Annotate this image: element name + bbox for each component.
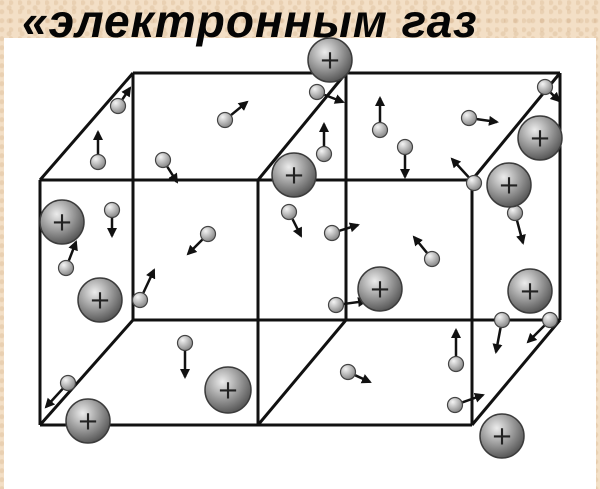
- ion: +: [518, 116, 562, 160]
- ion-charge-label: +: [51, 208, 73, 238]
- ion: +: [508, 269, 552, 313]
- ion: +: [358, 267, 402, 311]
- electron: [111, 88, 131, 114]
- electron: [282, 205, 302, 237]
- ion: +: [487, 163, 531, 207]
- ion-charge-label: +: [369, 275, 391, 305]
- ion-charge-label: +: [498, 171, 520, 201]
- ion-charge-label: +: [89, 286, 111, 316]
- electron: [462, 111, 498, 126]
- electron: [449, 330, 464, 372]
- electron: [341, 365, 371, 383]
- ion: +: [205, 367, 251, 413]
- ion-charge-label: +: [77, 407, 99, 437]
- lattice-edges: [40, 73, 560, 425]
- ion-charge-label: +: [519, 277, 541, 307]
- ion: +: [78, 278, 122, 322]
- electron: [59, 242, 77, 276]
- ion: +: [66, 399, 110, 443]
- electron: [105, 203, 120, 237]
- electron: [448, 395, 484, 413]
- ion: +: [40, 200, 84, 244]
- ion-charge-label: +: [491, 422, 513, 452]
- free-electrons: [46, 80, 559, 413]
- ion-charge-label: +: [283, 161, 305, 191]
- lattice-edge: [40, 73, 133, 180]
- lattice-edge: [472, 320, 560, 425]
- lattice-edge: [258, 320, 346, 425]
- ion: +: [308, 38, 352, 82]
- electron: [218, 102, 248, 128]
- electron: [495, 313, 510, 353]
- electron: [414, 237, 440, 267]
- electron: [398, 140, 413, 178]
- ion: +: [272, 153, 316, 197]
- electron: [188, 227, 216, 255]
- electron: [156, 153, 178, 183]
- ion-charge-label: +: [529, 124, 551, 154]
- ion-charge-label: +: [217, 376, 239, 406]
- electron: [508, 206, 524, 244]
- electron: [373, 98, 388, 138]
- electron: [528, 313, 558, 343]
- electron: [133, 270, 155, 308]
- ion: +: [480, 414, 524, 458]
- electron: [317, 124, 332, 162]
- electron: [178, 336, 193, 378]
- ion-charge-label: +: [319, 46, 341, 76]
- electron: [91, 132, 106, 170]
- electron: [325, 225, 359, 241]
